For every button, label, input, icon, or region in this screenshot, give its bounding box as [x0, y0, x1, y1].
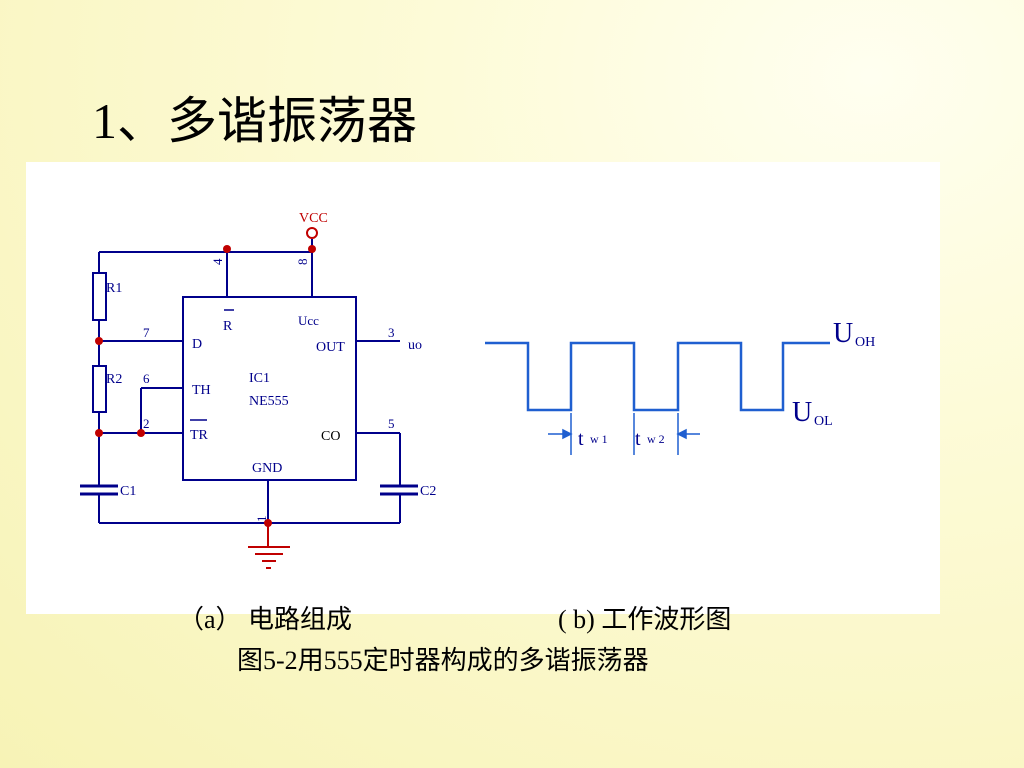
ground-icon — [248, 523, 290, 569]
output-label: uo — [408, 338, 422, 353]
chip-ucc-label: Ucc — [298, 313, 319, 328]
resistor-r1 — [92, 272, 107, 321]
uol-label: U — [792, 397, 812, 428]
resistor-r2 — [92, 365, 107, 413]
uoh-sub: OH — [855, 335, 875, 350]
chip-reset-label: R — [223, 319, 233, 334]
figure-caption: 图5-2用555定时器构成的多谐振荡器 — [237, 646, 649, 675]
junction-node — [264, 519, 272, 527]
chip-gnd-label: GND — [252, 461, 282, 476]
junction-nodes — [95, 245, 316, 527]
junction-node — [95, 429, 103, 437]
pin8-label: 8 — [295, 259, 310, 266]
slide-title: 1、多谐振荡器 — [92, 93, 417, 149]
pin3-label: 3 — [388, 325, 395, 340]
pin7-label: 7 — [143, 325, 150, 340]
caption-circuit: （a） 电路组成 — [178, 605, 353, 634]
chip-co-label: CO — [321, 429, 340, 444]
junction-node — [308, 245, 316, 253]
junction-node — [137, 429, 145, 437]
pin4-label: 4 — [210, 258, 225, 265]
junction-node — [95, 337, 103, 345]
tw2-label: t — [635, 428, 641, 450]
tw1-arrow-head — [562, 428, 573, 440]
uoh-label: U — [833, 318, 853, 349]
chip-tr-label: TR — [190, 428, 209, 443]
pin1-label: 1 — [254, 516, 269, 523]
chip-out-label: OUT — [316, 340, 345, 355]
caption-waveform: ( b) 工作波形图 — [558, 605, 732, 634]
waveform-diagram: t w 1 t w 2 U OH U OL — [485, 318, 875, 455]
pin2-label: 2 — [143, 416, 150, 431]
chip-name-label: IC1 — [249, 371, 270, 386]
figure-svg: VCC 4 8 R1 R2 7 6 2 3 5 1 C1 C2 R Ucc D … — [80, 211, 875, 569]
tw2-arrow-head — [676, 428, 687, 440]
tw1-sub: w 1 — [590, 432, 608, 446]
r2-label: R2 — [106, 372, 122, 387]
tw1-label: t — [578, 428, 584, 450]
chip-th-label: TH — [192, 383, 211, 398]
chip-d-label: D — [192, 337, 202, 352]
square-wave-line — [485, 341, 830, 412]
c1-label: C1 — [120, 484, 136, 499]
uol-sub: OL — [814, 414, 833, 429]
junction-node — [223, 245, 231, 253]
vcc-terminal-icon — [306, 227, 318, 239]
vcc-label: VCC — [299, 211, 328, 226]
pin6-label: 6 — [143, 371, 150, 386]
r1-label: R1 — [106, 281, 122, 296]
tw2-sub: w 2 — [647, 432, 665, 446]
pin5-label: 5 — [388, 416, 395, 431]
c2-label: C2 — [420, 484, 436, 499]
chip-part-label: NE555 — [249, 394, 289, 409]
figure-panel: VCC 4 8 R1 R2 7 6 2 3 5 1 C1 C2 R Ucc D … — [26, 162, 940, 614]
